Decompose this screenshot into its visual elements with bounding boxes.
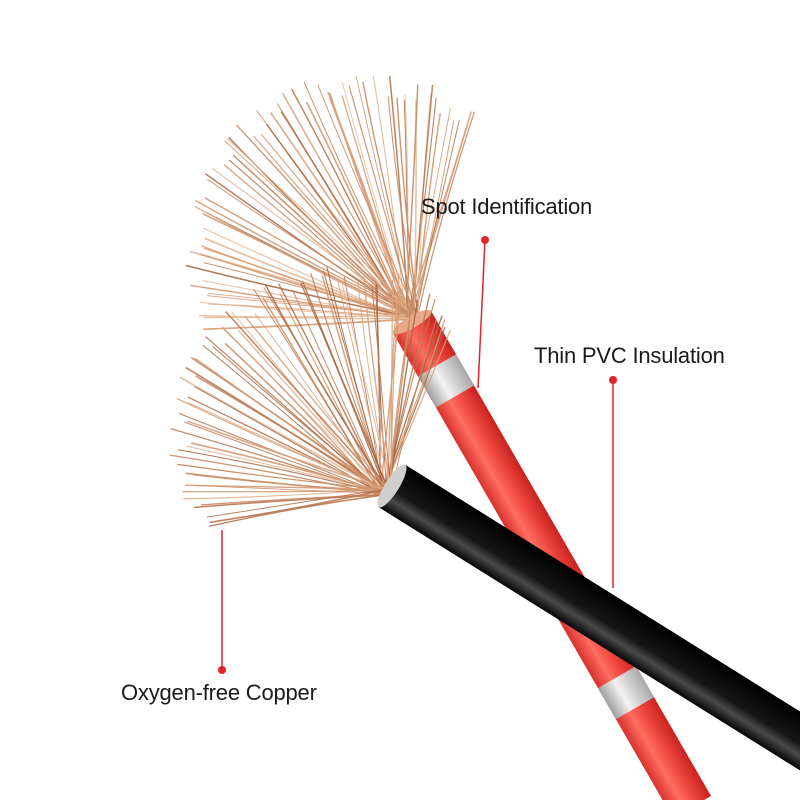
copper-strand [202,318,415,331]
label-thin-pvc-insulation: Thin PVC Insulation [534,343,725,368]
callout-oxygen-free-copper [218,530,226,674]
copper-strand [186,420,389,491]
label-oxygen-free-copper: Oxygen-free Copper [121,680,317,705]
red-wire [392,309,712,800]
copper-strand [186,445,387,493]
copper-strand [208,493,387,528]
copper-strand [202,212,412,317]
copper-strand [211,167,416,317]
copper-strand [206,295,410,317]
copper-strand [266,123,410,321]
copper-strand [337,281,389,494]
copper-strand [193,493,390,509]
copper-strand [178,449,388,496]
copper-strand [179,376,386,493]
copper-strand [383,293,431,493]
black-wire [377,464,800,800]
copper-strand [348,85,416,320]
copper-strand [254,313,384,495]
black-wire-copper-strands [169,266,451,528]
copper-strand [228,136,417,322]
callout-dot [218,666,226,674]
copper-strand [263,287,386,491]
copper-strand [253,135,412,316]
copper-strand [417,111,475,316]
copper-strand [363,276,393,495]
silver-spot-band [597,666,655,720]
copper-strand [414,120,460,319]
copper-strand [291,289,384,491]
copper-strand [321,275,386,491]
copper-strand [191,442,385,493]
silver-spot-band [417,354,475,408]
copper-strand [195,199,416,316]
copper-strand [185,484,385,491]
copper-strand [206,178,416,316]
copper-strand [403,99,409,318]
copper-strand [396,97,420,320]
copper-strand [279,293,383,496]
copper-strand [225,311,386,491]
copper-strand [244,315,393,495]
copper-strand [390,279,394,491]
label-spot-identification: Spot Identification [421,194,593,219]
copper-strand [388,76,409,317]
copper-strand [264,283,390,493]
copper-strand [371,285,392,494]
copper-strand [204,197,420,319]
copper-strand [303,81,417,322]
copper-strand [209,488,387,524]
copper-strand [391,289,401,494]
copper-strand [226,138,414,316]
copper-strand [238,330,387,495]
copper-strand [300,282,387,493]
copper-strand [223,164,412,319]
copper-strand [317,84,418,316]
callout-dot [481,236,489,244]
copper-strand [224,140,415,320]
copper-strand [207,292,409,319]
callout-dot [609,376,617,384]
callout-thin-pvc-insulation [609,376,617,588]
copper-strand [182,489,381,493]
copper-strand [231,311,380,493]
copper-strand [185,264,409,318]
copper-strand [408,97,437,317]
copper-strand [372,75,407,321]
copper-strand [212,346,388,495]
copper-strand [194,205,413,319]
callout-spot-identification [477,236,489,389]
copper-strand [206,489,383,518]
copper-strand [177,463,382,490]
copper-strand [362,81,418,318]
copper-strand [183,488,389,500]
copper-strand [203,262,416,318]
copper-strand [341,283,392,494]
red-wire-copper-strands [185,75,475,331]
